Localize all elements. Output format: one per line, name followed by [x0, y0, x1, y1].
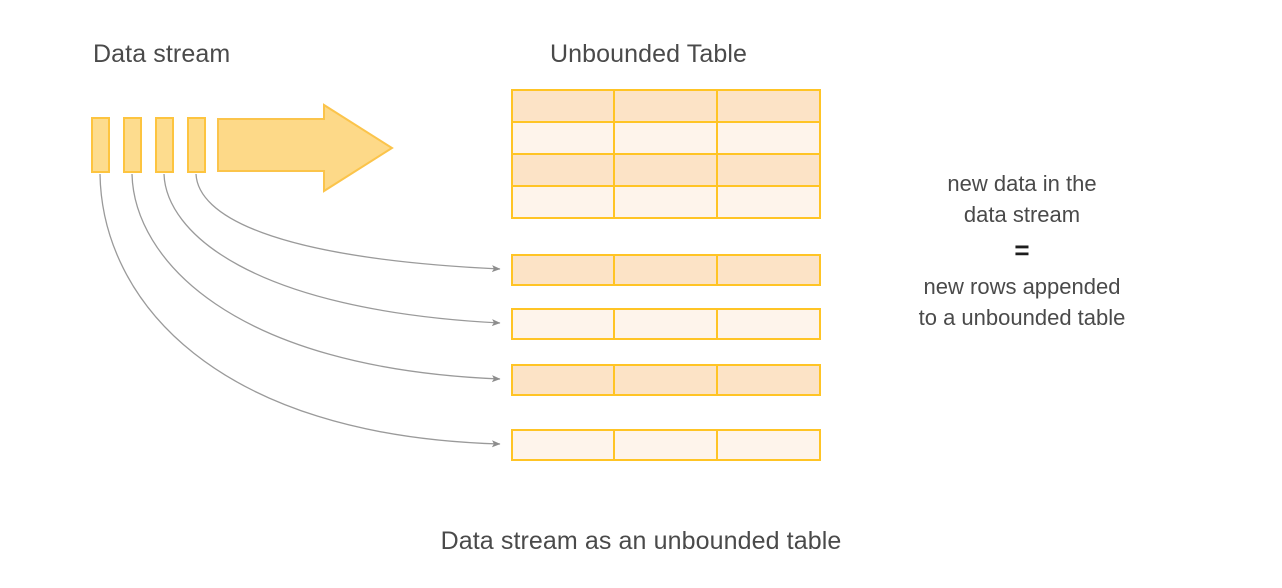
appended-row-3 — [511, 364, 821, 396]
appended-row-1 — [511, 254, 821, 286]
unbounded-table-label: Unbounded Table — [550, 40, 748, 68]
equation-bottom-line-1: new rows appended — [923, 274, 1121, 299]
data-stream-bars — [91, 117, 206, 173]
table-row — [511, 121, 821, 155]
diagram-caption: Data stream as an unbounded table — [440, 527, 842, 555]
data-stream-flow-arrow — [217, 103, 394, 193]
stream-bar-4 — [187, 117, 206, 173]
unbounded-table — [511, 89, 821, 219]
connector-2 — [131, 173, 501, 383]
connector-4 — [195, 173, 501, 273]
equals-sign: = — [1014, 235, 1030, 265]
appended-row-4 — [511, 429, 821, 461]
data-stream-label: Data stream — [93, 40, 231, 68]
equation-top-line-1: new data in the — [947, 171, 1097, 196]
table-row — [511, 89, 821, 123]
connector-1 — [99, 173, 501, 448]
table-row — [511, 153, 821, 187]
appended-rows — [511, 254, 821, 461]
equation-top-line-2: data stream — [963, 202, 1081, 227]
table-row — [511, 185, 821, 219]
connector-curves — [99, 173, 501, 448]
equation-bottom-line-2: to a unbounded table — [918, 305, 1126, 330]
block-arrow-shape — [217, 103, 394, 193]
stream-bar-1 — [91, 117, 110, 173]
stream-bar-2 — [123, 117, 142, 173]
equation-text-block: new data in the data stream = new rows a… — [862, 168, 1182, 333]
appended-row-2 — [511, 308, 821, 340]
connector-3 — [163, 173, 501, 327]
stream-bar-3 — [155, 117, 174, 173]
